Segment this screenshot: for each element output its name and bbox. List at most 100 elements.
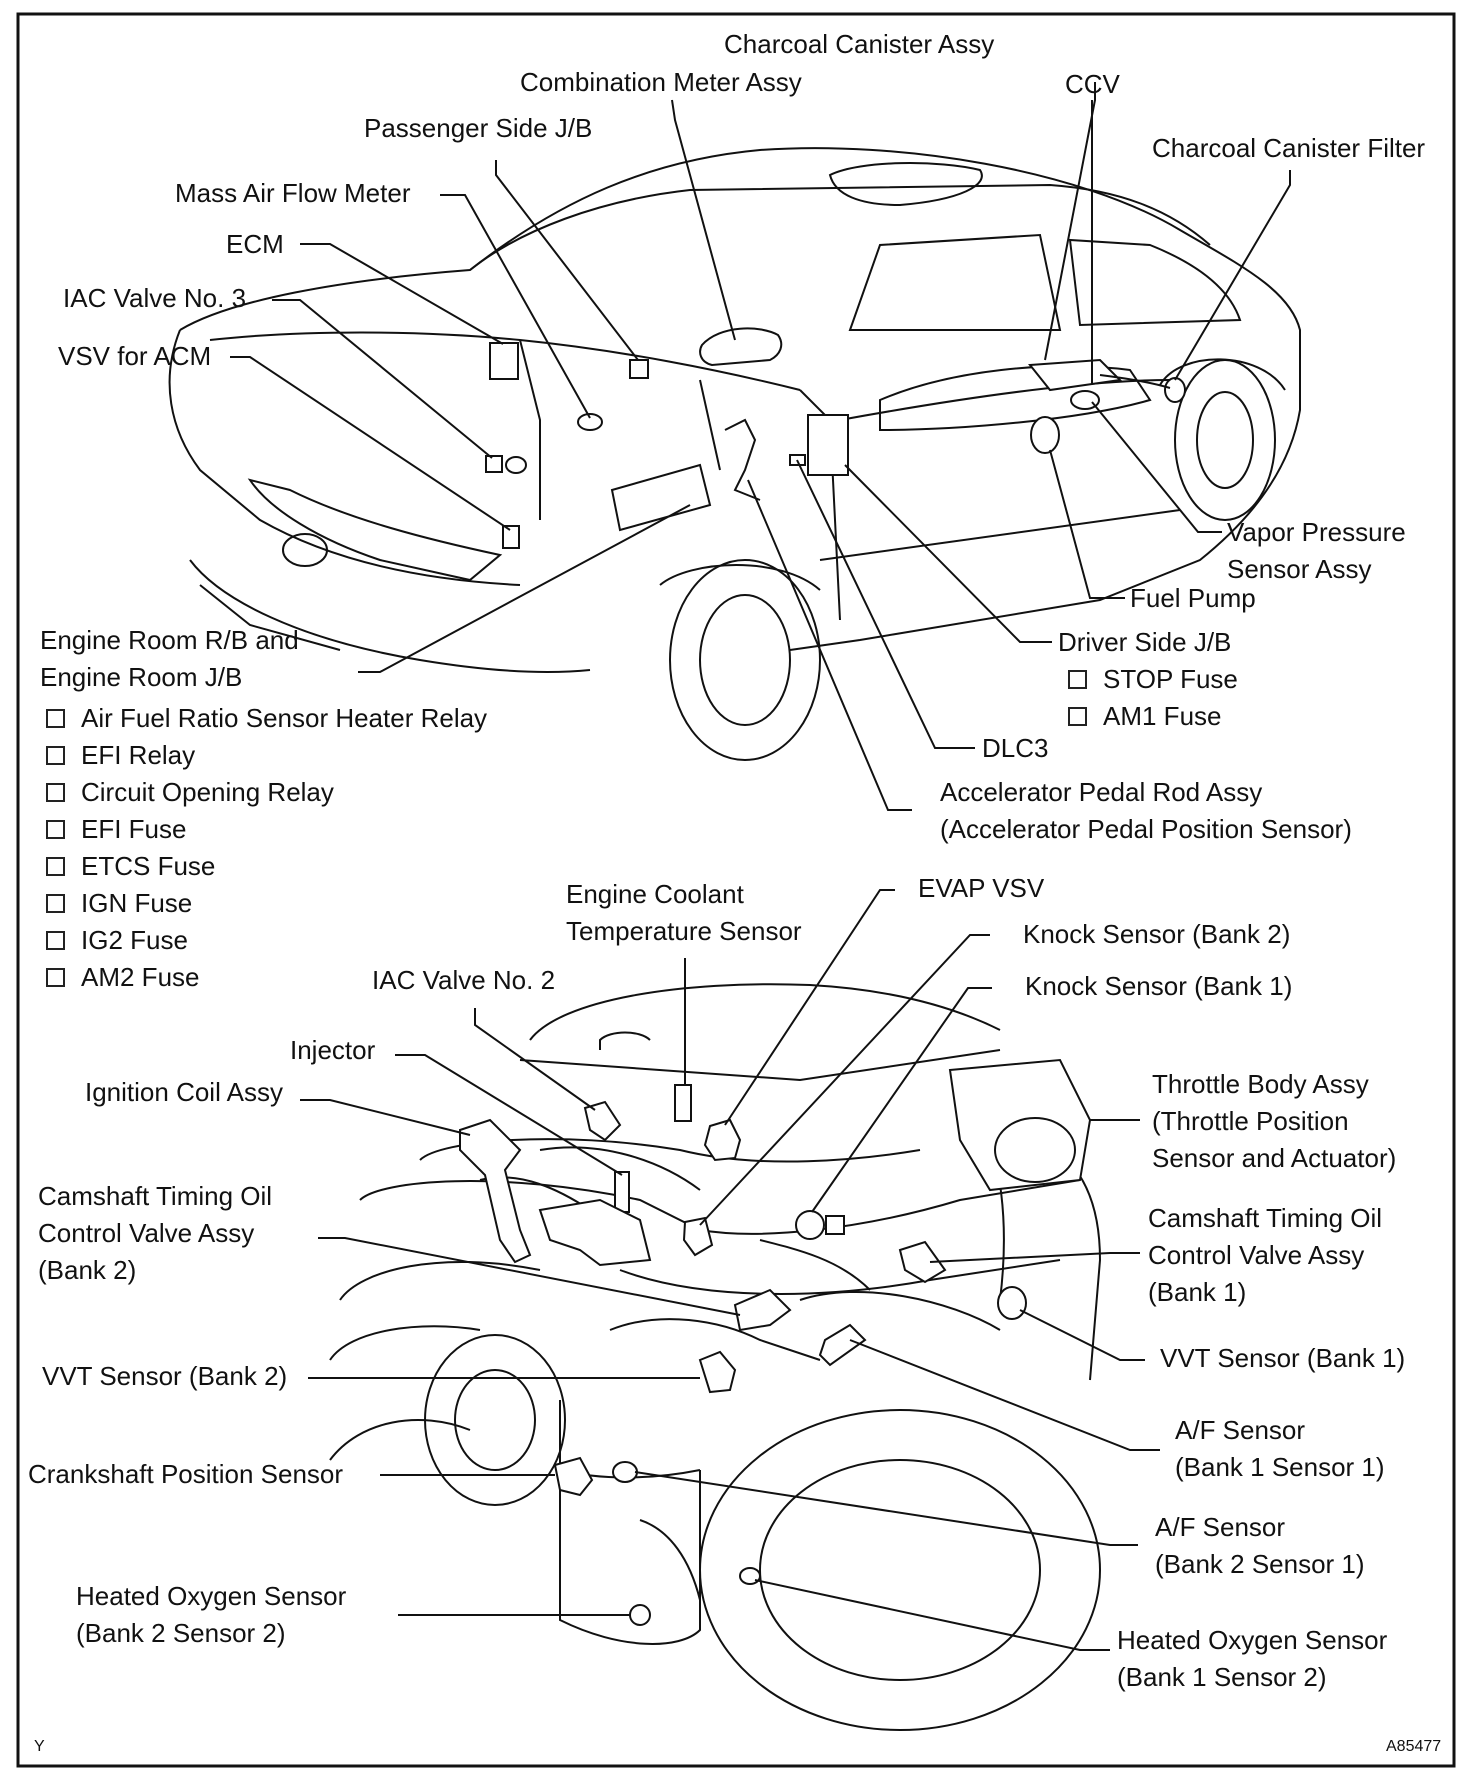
checkbox-icon <box>46 894 65 913</box>
leader-engine-room <box>358 505 690 672</box>
engine-room-item: EFI Relay <box>46 737 487 774</box>
leader-evap-vsv <box>725 890 895 1125</box>
knock-sensor-1 <box>795 1210 825 1240</box>
charcoal-canister <box>1030 360 1120 390</box>
leader-ecm <box>300 244 503 344</box>
label-iac-valve-no2: IAC Valve No. 2 <box>372 965 556 995</box>
checkbox-icon <box>46 857 65 876</box>
engine-room-item-label: Circuit Opening Relay <box>81 777 334 807</box>
leader-passenger-jb <box>496 160 638 360</box>
driver-side-item-label: STOP Fuse <box>1103 664 1238 694</box>
label-ocv1-line1: Camshaft Timing Oil <box>1148 1203 1383 1233</box>
label-af1-line1: A/F Sensor <box>1175 1415 1306 1445</box>
label-af1-line2: (Bank 1 Sensor 1) <box>1175 1452 1385 1482</box>
label-accelerator-pedal: Accelerator Pedal Rod Assy (Accelerator … <box>940 774 1352 848</box>
engine-room-item-label: IGN Fuse <box>81 888 193 918</box>
checkbox-icon <box>1068 707 1087 726</box>
leader-vvt1 <box>1020 1310 1145 1360</box>
evap-vsv <box>705 1120 740 1160</box>
label-cam-ocv-bank2: Camshaft Timing Oil Control Valve Assy (… <box>38 1178 272 1289</box>
leader-dlc3 <box>797 460 975 748</box>
label-throttle-line3: Sensor and Actuator) <box>1152 1143 1397 1173</box>
label-vvt-bank1: VVT Sensor (Bank 1) <box>1160 1343 1406 1373</box>
checkbox-icon <box>46 968 65 987</box>
label-af2-line2: (Bank 2 Sensor 1) <box>1155 1549 1365 1579</box>
leader-knock2 <box>700 935 990 1225</box>
car-illustration <box>170 148 1300 761</box>
fuel-pump <box>1030 416 1060 454</box>
label-ocv1-line2: Control Valve Assy <box>1148 1240 1365 1270</box>
vapor-sensor <box>1070 390 1100 410</box>
label-ect-line2: Temperature Sensor <box>566 916 802 946</box>
engine-room-item-label: Air Fuel Ratio Sensor Heater Relay <box>81 703 488 733</box>
label-ho2-b2s2: Heated Oxygen Sensor (Bank 2 Sensor 2) <box>76 1578 346 1652</box>
leader-ignition-coil <box>300 1100 470 1135</box>
label-ocv2-line2: Control Valve Assy <box>38 1218 255 1248</box>
label-throttle-body: Throttle Body Assy (Throttle Position Se… <box>1152 1066 1396 1177</box>
injector-rail <box>540 1200 650 1265</box>
engine-room-item: Air Fuel Ratio Sensor Heater Relay <box>46 700 487 737</box>
iac-valve-3-b <box>505 456 527 474</box>
leader-driver-jb <box>845 465 1052 642</box>
label-knock-bank1: Knock Sensor (Bank 1) <box>1025 971 1293 1001</box>
checkbox-icon <box>46 746 65 765</box>
leader-charcoal-canister <box>1045 82 1095 360</box>
leader-ocv2 <box>318 1238 740 1315</box>
label-mass-air-flow-meter: Mass Air Flow Meter <box>175 178 411 208</box>
leader-charcoal-filter <box>1175 170 1290 380</box>
vsv-acm <box>502 525 520 549</box>
label-combination-meter-assy: Combination Meter Assy <box>520 67 802 97</box>
iac-valve-3 <box>485 455 503 473</box>
injector <box>614 1171 630 1213</box>
leader-accel <box>748 480 912 810</box>
label-accel-line1: Accelerator Pedal Rod Assy <box>940 777 1263 807</box>
label-ignition-coil: Ignition Coil Assy <box>85 1077 283 1107</box>
charcoal-filter <box>1164 377 1186 403</box>
label-crankshaft-position: Crankshaft Position Sensor <box>28 1459 344 1489</box>
label-ho2-b1s2: Heated Oxygen Sensor (Bank 1 Sensor 2) <box>1117 1622 1387 1696</box>
label-cam-ocv-bank1: Camshaft Timing Oil Control Valve Assy (… <box>1148 1200 1382 1311</box>
label-ocv1-line3: (Bank 1) <box>1148 1277 1247 1307</box>
ocv-bank2 <box>735 1290 790 1330</box>
label-engine-room-rb: Engine Room R/B and Engine Room J/B <box>40 622 299 696</box>
label-engine-room-line2: Engine Room J/B <box>40 662 243 692</box>
combination-meter <box>700 328 781 365</box>
label-ocv2-line3: (Bank 2) <box>38 1255 137 1285</box>
label-vapor-pressure-sensor: Vapor Pressure Sensor Assy <box>1227 514 1406 588</box>
label-ho2b1-line1: Heated Oxygen Sensor <box>1117 1625 1388 1655</box>
vvt-bank1 <box>997 1286 1027 1320</box>
checkbox-icon <box>46 783 65 802</box>
checkbox-icon <box>46 931 65 950</box>
label-accel-line2: (Accelerator Pedal Position Sensor) <box>940 814 1352 844</box>
leader-lines-engine <box>300 890 1160 1650</box>
leader-injector <box>395 1055 622 1175</box>
driver-side-item-label: AM1 Fuse <box>1103 701 1222 731</box>
leader-vsv-acm <box>230 357 510 530</box>
label-charcoal-canister-filter: Charcoal Canister Filter <box>1152 133 1426 163</box>
throttle-body-bore <box>994 1117 1076 1183</box>
label-knock-bank2: Knock Sensor (Bank 2) <box>1023 919 1291 949</box>
label-ecm: ECM <box>226 229 284 259</box>
label-af-b2s1: A/F Sensor (Bank 2 Sensor 1) <box>1155 1509 1365 1583</box>
ect-sensor <box>674 1084 692 1122</box>
knock-sensor-2 <box>684 1218 712 1255</box>
label-ho2b1-line2: (Bank 1 Sensor 2) <box>1117 1662 1327 1692</box>
figure-code: A85477 <box>1386 1738 1442 1755</box>
driver-side-item-am1-fuse: AM1 Fuse <box>1068 698 1222 735</box>
ho2-b2s2 <box>629 1604 651 1626</box>
engine-room-item: Circuit Opening Relay <box>46 774 487 811</box>
label-ccv: CCV <box>1065 69 1120 99</box>
leader-knock1 <box>812 988 992 1212</box>
ocv-bank1 <box>900 1242 945 1282</box>
leader-lines-car <box>230 82 1290 810</box>
label-passenger-side-jb: Passenger Side J/B <box>364 113 593 143</box>
label-throttle-line1: Throttle Body Assy <box>1152 1069 1369 1099</box>
engine-components <box>460 1060 1090 1626</box>
ignition-coil <box>460 1120 530 1262</box>
label-driver-side-jb: Driver Side J/B <box>1058 627 1232 657</box>
engine-room-rb <box>612 465 710 530</box>
engine-room-item: EFI Fuse <box>46 811 487 848</box>
engine-room-item: IGN Fuse <box>46 885 487 922</box>
engine-room-item-label: AM2 Fuse <box>81 962 200 992</box>
